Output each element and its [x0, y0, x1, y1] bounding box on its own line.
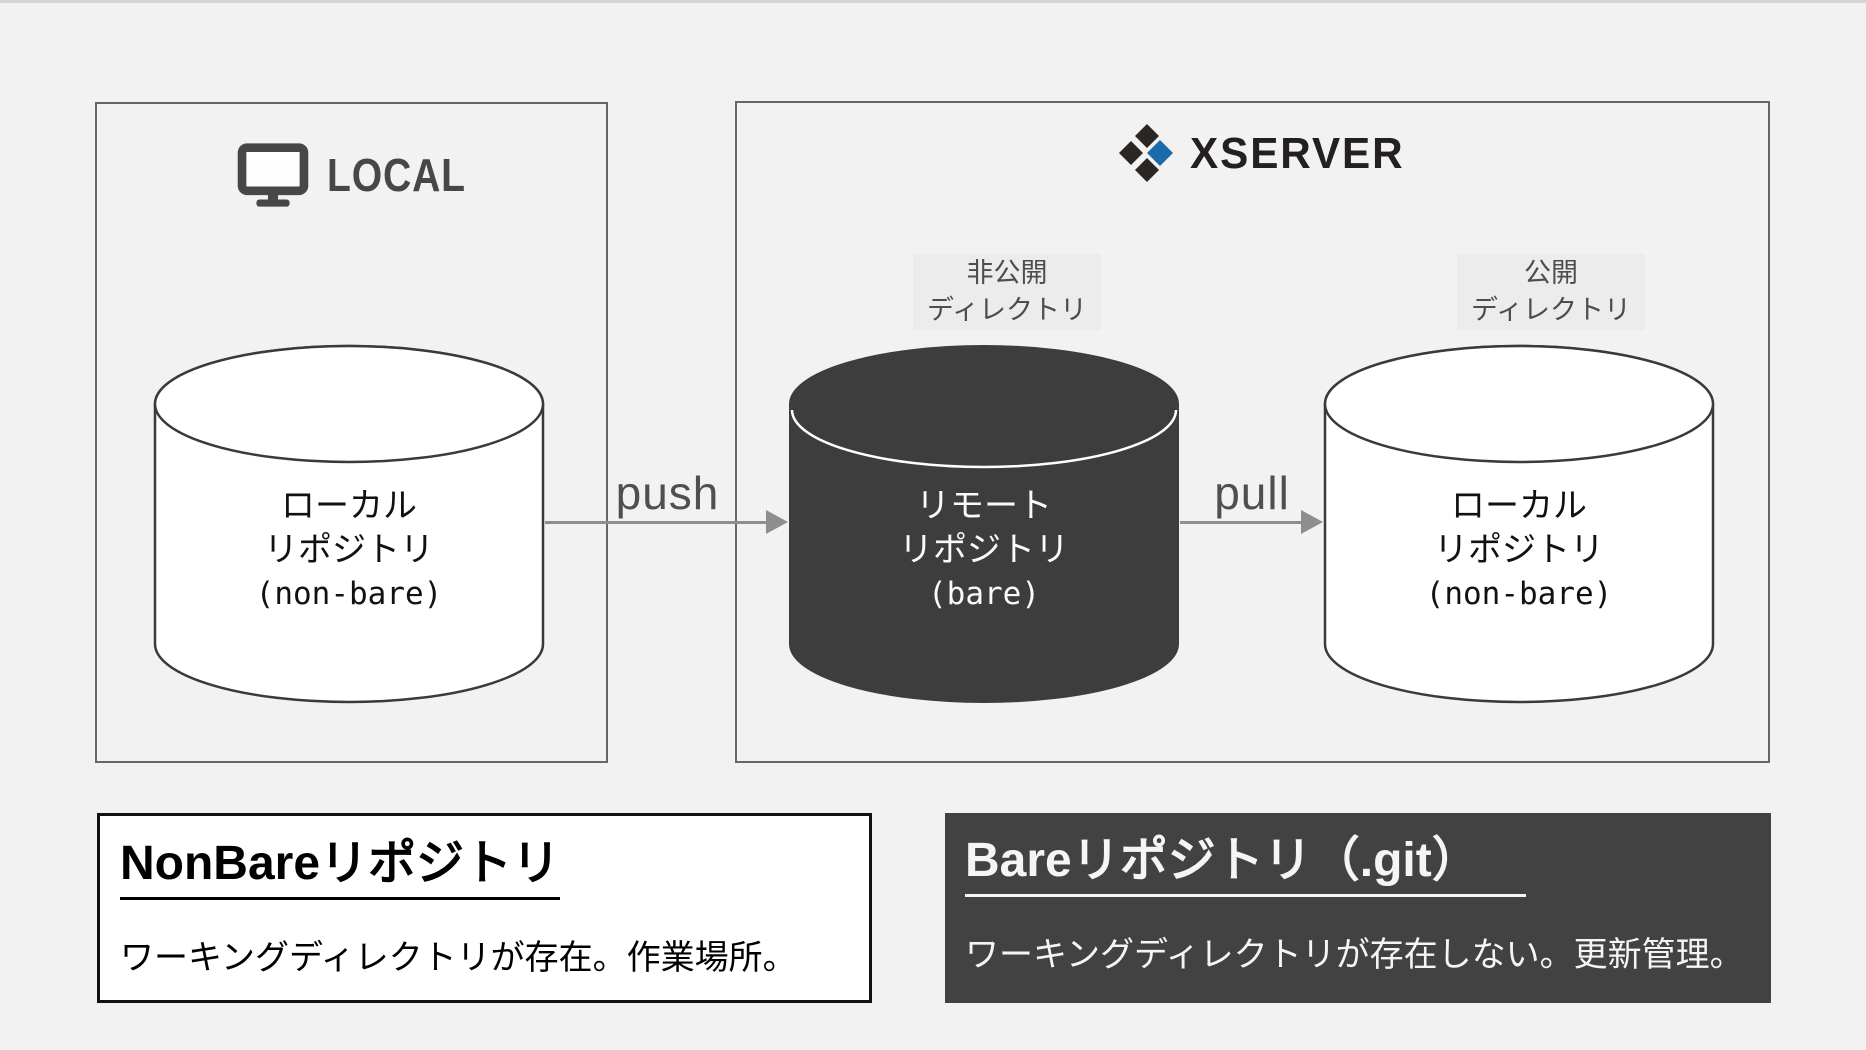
cylinder-label-line: リポジトリ: [899, 531, 1069, 569]
arrow-right-icon: [766, 510, 788, 534]
remote-repository-label: リモート リポジトリ (bare): [788, 484, 1180, 616]
cylinder-label-line: ローカル: [1451, 487, 1587, 525]
cylinder-label-line: ローカル: [281, 487, 417, 525]
xserver-logo-icon: [1118, 122, 1176, 186]
pull-arrow-line: [1180, 521, 1305, 524]
top-divider: [0, 0, 1866, 3]
database-cylinder-icon: [153, 344, 545, 704]
push-arrow: [545, 510, 788, 534]
database-cylinder-icon: [1323, 344, 1715, 704]
public-directory-line1: 公開: [1524, 258, 1578, 288]
cylinder-label-line: (non-bare): [255, 576, 443, 612]
cylinder-label-line: リモート: [916, 487, 1052, 525]
local-panel-header: LOCAL: [237, 142, 490, 208]
xserver-panel: [735, 101, 1770, 763]
remote-repository-cylinder: リモート リポジトリ (bare): [788, 344, 1180, 704]
cylinder-label-line: リポジトリ: [1434, 531, 1604, 569]
database-cylinder-icon: [789, 345, 1179, 703]
public-directory-badge: 公開 ディレクトリ: [1457, 254, 1645, 330]
monitor-icon: [237, 142, 309, 208]
private-directory-badge: 非公開 ディレクトリ: [913, 254, 1101, 330]
push-arrow-line: [545, 521, 770, 524]
local-repository-cylinder: ローカル リポジトリ (non-bare): [153, 344, 545, 704]
bare-note-title: Bareリポジトリ（.git）: [965, 835, 1526, 897]
public-local-repository-label: ローカル リポジトリ (non-bare): [1323, 484, 1715, 616]
pull-label: pull: [1214, 467, 1290, 519]
nonbare-note-title: NonBareリポジトリ: [120, 838, 561, 900]
bare-note-box: Bareリポジトリ（.git） ワーキングディレクトリが存在しない。更新管理。: [945, 813, 1771, 1003]
nonbare-note-body: ワーキングディレクトリが存在。作業場所。: [120, 939, 797, 977]
local-panel: [95, 102, 608, 763]
cylinder-label-line: (non-bare): [1425, 576, 1613, 612]
bare-note-body: ワーキングディレクトリが存在しない。更新管理。: [965, 936, 1744, 974]
xserver-panel-title: XSERVER: [1190, 129, 1405, 178]
nonbare-note-box: NonBareリポジトリ ワーキングディレクトリが存在。作業場所。: [97, 813, 872, 1003]
push-label: push: [615, 467, 720, 519]
xserver-panel-header: XSERVER: [1118, 122, 1414, 186]
arrow-right-icon: [1301, 510, 1323, 534]
cylinder-label-line: リポジトリ: [264, 531, 434, 569]
local-repository-label: ローカル リポジトリ (non-bare): [153, 484, 545, 616]
pull-arrow: [1180, 510, 1323, 534]
private-directory-line2: ディレクトリ: [926, 295, 1088, 325]
public-directory-line2: ディレクトリ: [1470, 295, 1632, 325]
public-local-repository-cylinder: ローカル リポジトリ (non-bare): [1323, 344, 1715, 704]
local-panel-title: LOCAL: [327, 149, 466, 201]
cylinder-label-line: (bare): [928, 576, 1040, 612]
private-directory-line1: 非公開: [966, 258, 1048, 288]
